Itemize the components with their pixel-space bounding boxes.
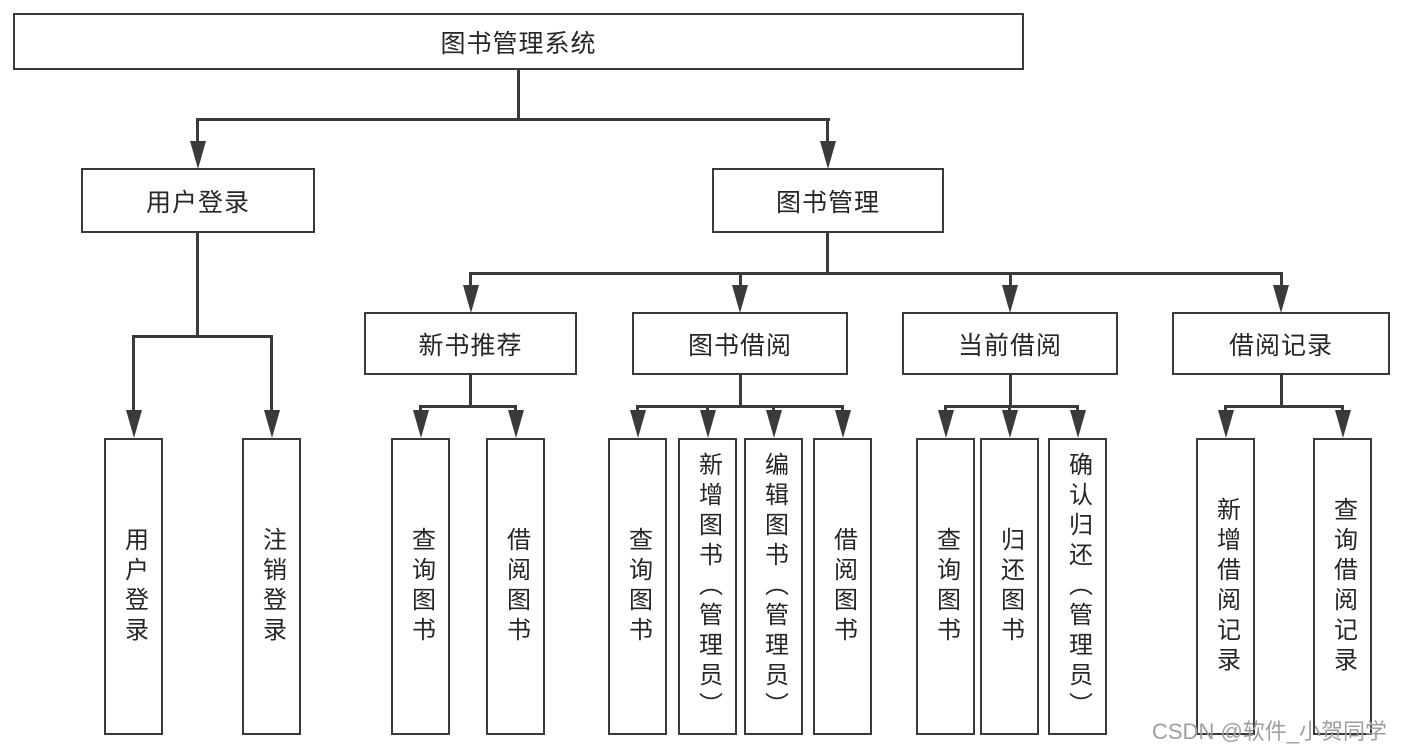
arrow-down [629,410,646,438]
leaf-label: 查询图书 [932,526,960,647]
connector-line [1224,405,1227,411]
node-label: 图书管理 [775,188,880,217]
connector-line [772,405,775,411]
connector-line [132,335,273,338]
connector-line [517,70,520,118]
leaf-label: 归还图书 [996,526,1024,647]
connector-line [196,233,199,335]
connector-line [944,405,1079,408]
leaf-label: 编辑图书（管理员） [760,451,788,722]
arrow-down [507,410,524,438]
arrow-down [1069,410,1086,438]
arrow-down [462,285,479,313]
node-user-login: 用户登录 [81,168,315,233]
connector-line [636,405,844,408]
leaf-label: 新增图书（管理员） [694,451,722,722]
leaf-confirm-return-admin: 确认归还（管理员） [1048,438,1107,735]
connector-line [1008,375,1012,405]
arrow-down [1002,285,1018,313]
connector-line [419,405,422,411]
connector-line [469,375,472,405]
leaf-label: 查询图书 [624,526,652,647]
connector-line [826,233,829,275]
connector-line [1076,405,1079,411]
connector-line [944,405,947,411]
node-current-borrow: 当前借阅 [902,312,1118,375]
leaf-label: 查询图书 [407,526,435,647]
connector-line [841,405,844,411]
leaf-label: 借阅图书 [502,526,530,647]
arrow-down [263,410,280,438]
arrow-down [1217,410,1234,438]
leaf-add-books-admin: 新增图书（管理员） [678,438,737,735]
arrow-down [819,141,836,169]
node-label: 图书借阅 [687,331,792,360]
leaf-label: 新增借阅记录 [1212,496,1240,677]
leaf-query-books-current: 查询图书 [916,438,975,735]
leaf-edit-books-admin: 编辑图书（管理员） [744,438,803,735]
node-label: 当前借阅 [957,331,1062,360]
leaf-query-borrow-record: 查询借阅记录 [1313,438,1372,735]
arrow-down [1273,285,1289,313]
connector-line [1008,405,1011,411]
connector-line [738,272,742,286]
connector-line [1279,375,1283,405]
arrow-down [732,285,748,313]
connector-line [270,335,273,410]
node-book-borrow: 图书借阅 [632,312,848,375]
leaf-label: 借阅图书 [829,526,857,647]
leaf-return-books: 归还图书 [980,438,1039,735]
connector-line [738,375,742,405]
connector-line [1279,272,1283,286]
node-label: 图书管理系统 [440,29,597,58]
connector-line [706,405,709,411]
arrow-down [834,410,851,438]
connector-line [1008,272,1012,286]
connector-line [1341,405,1344,411]
connector-line [514,405,517,411]
node-label: 借阅记录 [1228,331,1333,360]
connector-line [636,405,639,411]
node-library-management-system: 图书管理系统 [13,13,1024,70]
leaf-add-borrow-record: 新增借阅记录 [1196,438,1255,735]
leaf-borrow-books: 借阅图书 [813,438,872,735]
connector-line [469,272,472,286]
node-book-management: 图书管理 [712,168,944,233]
leaf-user-login: 用户登录 [104,438,163,735]
node-new-book-recommend: 新书推荐 [364,312,577,375]
connector-line [196,118,830,121]
arrow-down [765,410,782,438]
leaf-label: 注销登录 [258,526,286,647]
csdn-watermark: CSDN @软件_小贺同学 [1152,719,1388,744]
arrow-down [1001,410,1018,438]
arrow-down [412,410,429,438]
connector-line [196,118,199,143]
connector-line [826,118,829,143]
connector-line [1224,405,1344,408]
connector-line [469,272,1282,275]
leaf-label: 查询借阅记录 [1329,496,1357,677]
arrow-down [699,410,716,438]
leaf-query-books-borrow: 查询图书 [608,438,667,735]
leaf-label: 用户登录 [120,526,148,647]
node-label: 用户登录 [145,188,250,217]
arrow-down [937,410,954,438]
node-label: 新书推荐 [418,331,523,360]
leaf-label: 确认归还（管理员） [1064,451,1092,722]
arrow-down [189,141,206,169]
connector-line [132,335,135,410]
connector-line [419,405,517,408]
leaf-query-books-recommend: 查询图书 [391,438,450,735]
node-borrow-records: 借阅记录 [1172,312,1390,375]
arrow-down [1334,410,1351,438]
leaf-logout: 注销登录 [242,438,301,735]
arrow-down [125,410,142,438]
leaf-borrow-books-recommend: 借阅图书 [486,438,545,735]
